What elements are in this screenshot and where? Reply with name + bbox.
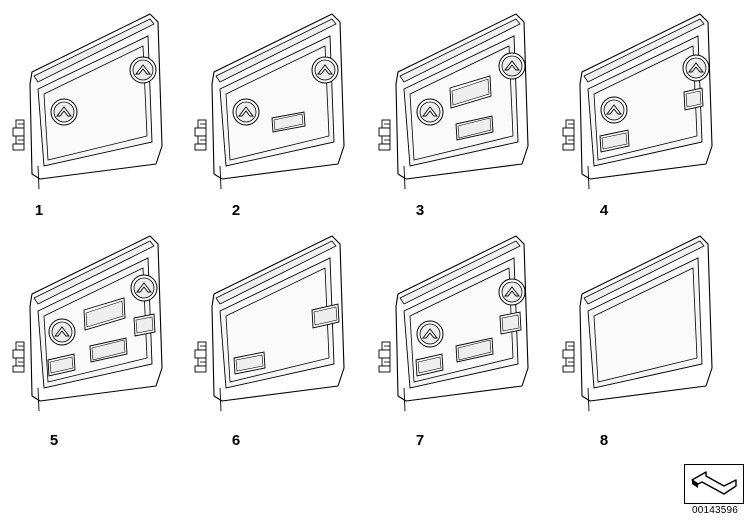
reference-number: 00143596 [691,505,739,516]
part-6-panel [194,235,345,412]
part-8-panel [562,235,713,412]
part-7-panel [378,235,529,412]
part-4-panel [562,13,713,190]
part-5-panel [12,235,163,412]
part-1-panel [12,13,163,190]
part-label-2: 2 [231,202,241,219]
part-label-6: 6 [231,432,241,449]
part-3-panel [378,13,529,190]
part-label-1: 1 [34,202,44,219]
part-label-8: 8 [599,432,609,449]
part-label-5: 5 [49,432,59,449]
part-2-panel [194,13,345,190]
part-label-7: 7 [415,432,425,449]
part-label-4: 4 [599,202,609,219]
folded-arrow-icon [684,464,744,504]
part-label-3: 3 [415,202,425,219]
